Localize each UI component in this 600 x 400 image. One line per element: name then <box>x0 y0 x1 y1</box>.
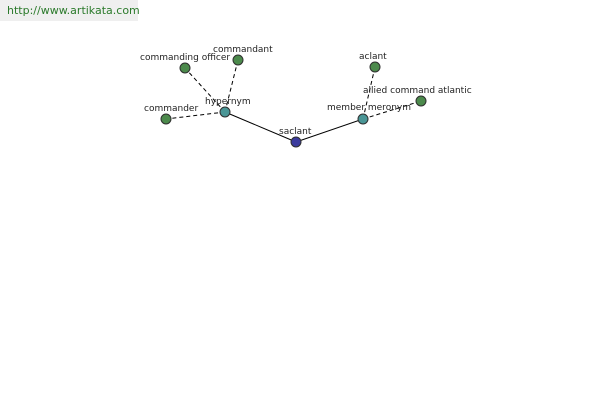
node-aclant[interactable] <box>369 61 381 73</box>
edge-hypernym-to-commandant <box>224 59 239 113</box>
node-label-hypernym[interactable]: hypernym <box>205 97 251 107</box>
edge-saclant-to-hypernym <box>224 111 297 143</box>
node-label-member-meronym[interactable]: member meronym <box>327 103 411 113</box>
edge-hypernym-to-commander <box>165 111 226 120</box>
edge-member-meronym-to-allied-command-atlantic <box>362 100 422 120</box>
graph-nodes: saclant hypernym member meronym commanding … <box>140 45 472 148</box>
edge-hypernym-to-commanding-officer <box>184 67 226 113</box>
node-commandant[interactable] <box>232 54 244 66</box>
node-label-aclant[interactable]: aclant <box>359 52 387 62</box>
node-saclant[interactable] <box>290 136 302 148</box>
node-member-meronym[interactable] <box>357 113 369 125</box>
node-commanding-officer[interactable] <box>179 62 191 74</box>
url-text[interactable]: http://www.artikata.com <box>7 4 140 17</box>
node-allied-command-atlantic[interactable] <box>415 95 427 107</box>
edge-saclant-to-member-meronym <box>295 118 364 143</box>
node-label-saclant[interactable]: saclant <box>279 127 312 137</box>
node-hypernym[interactable] <box>219 106 231 118</box>
node-commander[interactable] <box>160 113 172 125</box>
graph-edges <box>165 59 422 143</box>
node-label-commanding-officer[interactable]: commanding officer <box>140 53 230 63</box>
edge-member-meronym-to-aclant <box>362 66 376 120</box>
node-label-commandant[interactable]: commandant <box>213 45 273 55</box>
url-banner[interactable]: http://www.artikata.com <box>0 0 140 21</box>
node-label-allied-command-atlantic[interactable]: allied command atlantic <box>363 86 472 96</box>
node-label-commander[interactable]: commander <box>144 104 198 114</box>
